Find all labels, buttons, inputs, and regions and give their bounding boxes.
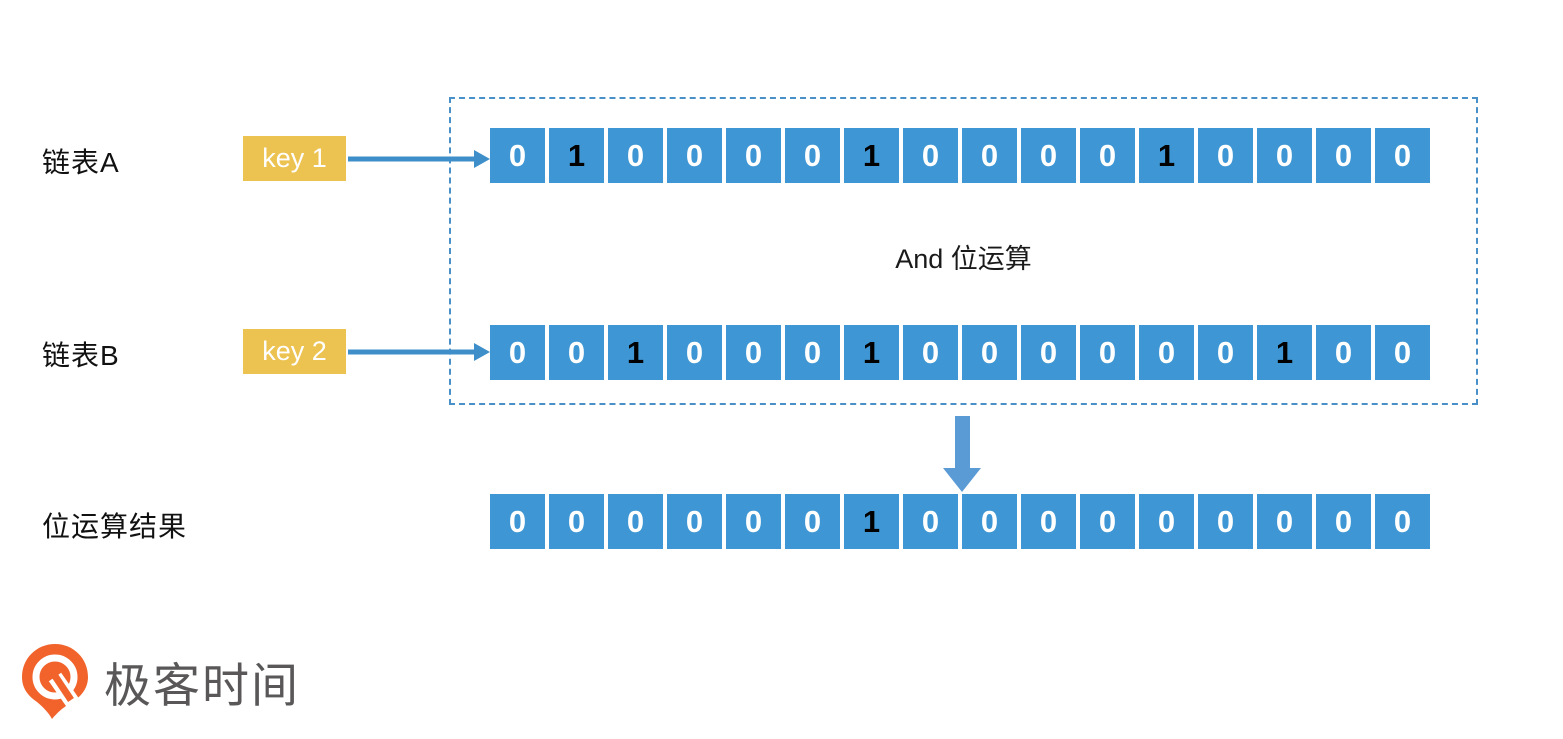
operation-label: And 位运算 bbox=[895, 244, 1032, 274]
bit-cell: 0 bbox=[1139, 325, 1194, 380]
bit-cell: 0 bbox=[962, 128, 1017, 183]
down-arrow bbox=[943, 416, 981, 492]
bit-cell: 0 bbox=[1257, 494, 1312, 549]
bit-cell: 0 bbox=[1080, 128, 1135, 183]
bit-cell: 0 bbox=[1375, 325, 1430, 380]
arrow-key2-to-row-b bbox=[348, 343, 490, 361]
logo-leg bbox=[52, 674, 74, 702]
bit-cell: 0 bbox=[1021, 325, 1076, 380]
bit-cell: 0 bbox=[726, 128, 781, 183]
bit-cell: 0 bbox=[1139, 494, 1194, 549]
bit-cell: 0 bbox=[1198, 494, 1253, 549]
bit-cell: 0 bbox=[549, 325, 604, 380]
bit-cell: 0 bbox=[785, 325, 840, 380]
bit-cell: 0 bbox=[667, 128, 722, 183]
bit-cell: 1 bbox=[844, 494, 899, 549]
bit-cell: 0 bbox=[1080, 494, 1135, 549]
bit-cell: 0 bbox=[1021, 494, 1076, 549]
logo-ring bbox=[32, 654, 78, 700]
bit-cell: 0 bbox=[726, 494, 781, 549]
bit-cell: 0 bbox=[785, 494, 840, 549]
bit-cell: 0 bbox=[549, 494, 604, 549]
bit-cell: 0 bbox=[962, 325, 1017, 380]
bit-cell: 1 bbox=[844, 128, 899, 183]
bit-cell: 1 bbox=[844, 325, 899, 380]
bit-cell: 0 bbox=[1375, 494, 1430, 549]
bit-cell: 0 bbox=[903, 325, 958, 380]
key-2-box: key 2 bbox=[243, 329, 346, 374]
bit-cell: 0 bbox=[903, 494, 958, 549]
bit-cell: 1 bbox=[549, 128, 604, 183]
bit-cell: 0 bbox=[1257, 128, 1312, 183]
bit-cell: 0 bbox=[1316, 494, 1371, 549]
result-label: 位运算结果 bbox=[42, 511, 188, 542]
bit-cell: 1 bbox=[1139, 128, 1194, 183]
geektime-logo-text: 极客时间 bbox=[104, 658, 300, 712]
bit-cell: 1 bbox=[608, 325, 663, 380]
bit-cell: 0 bbox=[667, 325, 722, 380]
arrow-key1-to-row-a bbox=[348, 150, 490, 168]
bit-cell: 0 bbox=[726, 325, 781, 380]
bit-cell: 0 bbox=[1080, 325, 1135, 380]
and-group-box bbox=[449, 97, 1478, 405]
bit-cell: 0 bbox=[962, 494, 1017, 549]
key-1-box: key 1 bbox=[243, 136, 346, 181]
bit-cell: 0 bbox=[490, 325, 545, 380]
bit-cell: 0 bbox=[1316, 325, 1371, 380]
bit-cell: 1 bbox=[1257, 325, 1312, 380]
row-b-label: 链表B bbox=[42, 340, 120, 371]
bit-cell: 0 bbox=[1021, 128, 1076, 183]
bit-cell: 0 bbox=[490, 128, 545, 183]
bit-cell: 0 bbox=[667, 494, 722, 549]
bit-cell: 0 bbox=[1316, 128, 1371, 183]
bit-cell: 0 bbox=[903, 128, 958, 183]
geektime-logo-icon bbox=[22, 644, 88, 719]
bit-cell: 0 bbox=[1375, 128, 1430, 183]
bit-cell: 0 bbox=[785, 128, 840, 183]
bit-cell: 0 bbox=[1198, 128, 1253, 183]
bit-cell: 0 bbox=[490, 494, 545, 549]
bit-cell: 0 bbox=[608, 128, 663, 183]
row-a-label: 链表A bbox=[42, 147, 120, 178]
geektime-logo: 极客时间 bbox=[14, 640, 300, 722]
bit-cell: 0 bbox=[1198, 325, 1253, 380]
bit-cell: 0 bbox=[608, 494, 663, 549]
